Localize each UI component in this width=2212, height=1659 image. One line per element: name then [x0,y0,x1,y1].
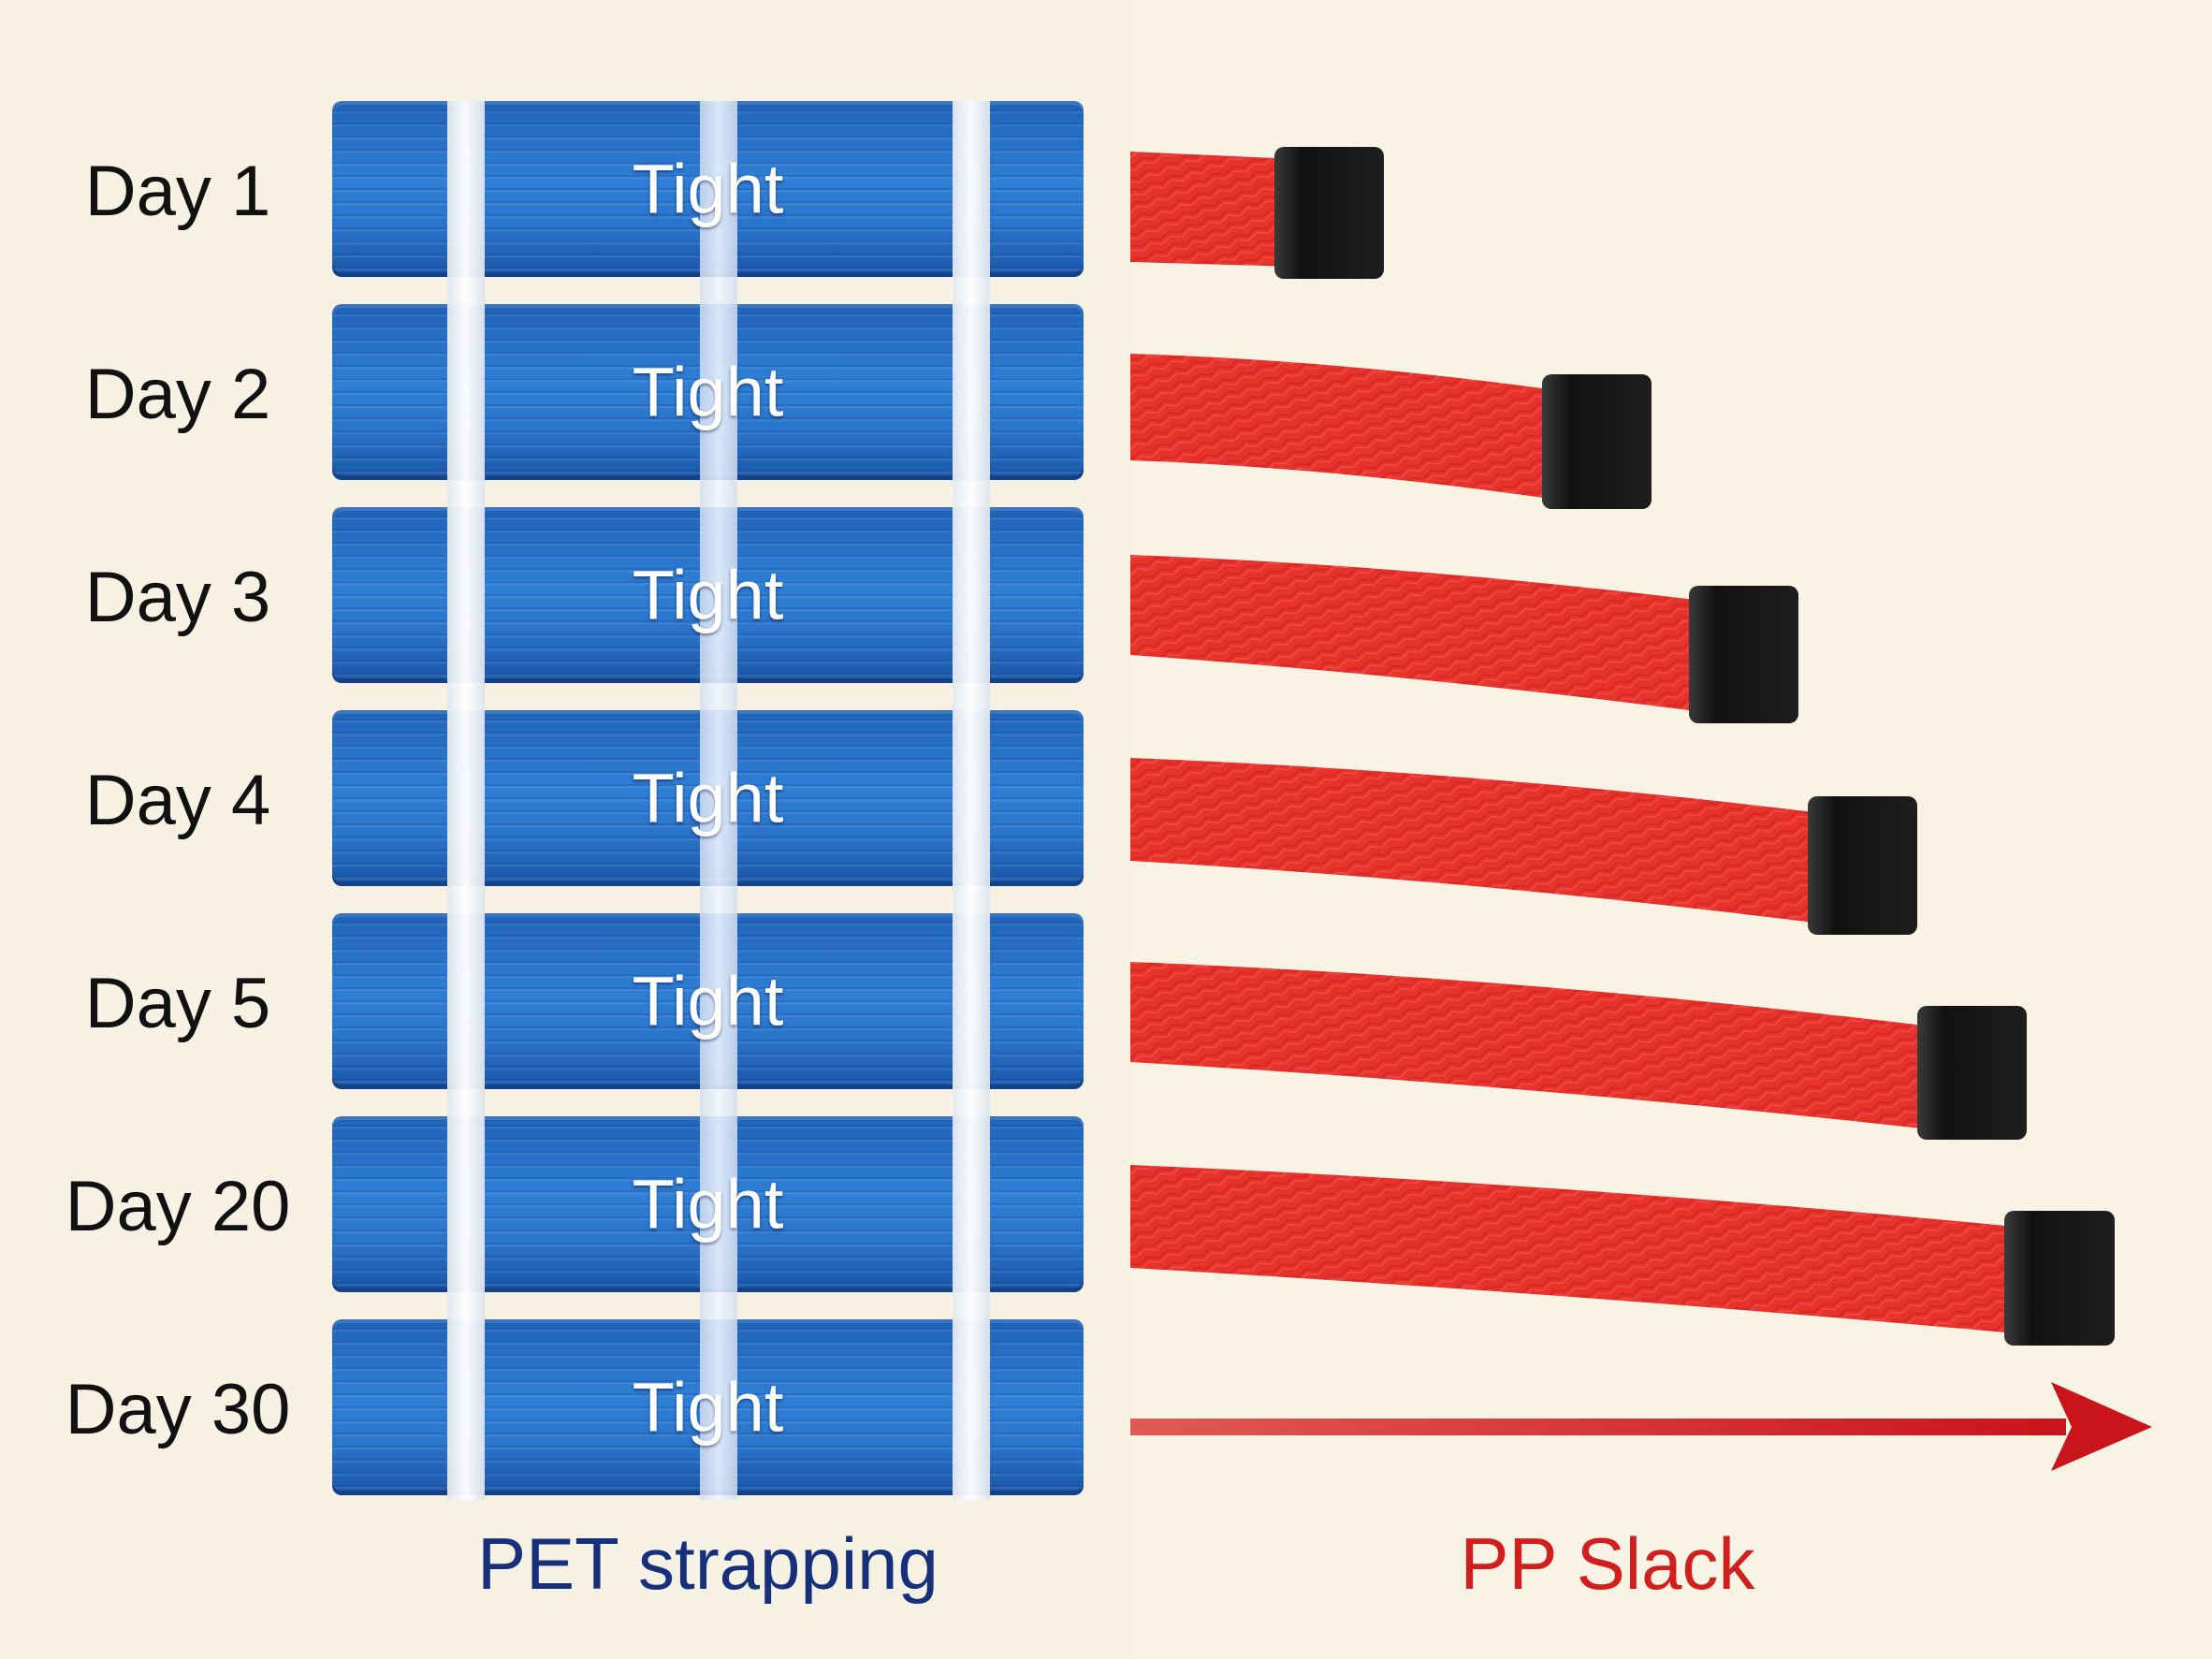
day-label: Day 3 [84,558,271,637]
pet-strap-band [700,101,737,1500]
day-label: Day 2 [84,355,271,434]
buckle-icon [1689,586,1798,723]
pp-strap [1130,354,1563,501]
status-label: Tight [632,150,784,228]
day-label: Day 30 [65,1370,291,1449]
buckle-icon [1274,147,1384,279]
status-label: Tight [632,759,784,837]
pet-strap-band [953,101,990,1500]
time-arrow-shaft [1130,1419,2066,1435]
status-label: Tight [632,556,784,634]
pet-caption: PET strapping [477,1522,939,1605]
buckle-icon [2004,1211,2115,1346]
day-label: Day 4 [84,761,271,840]
status-label: Tight [632,353,784,431]
day-label: Day 20 [65,1167,291,1246]
arrow-right-icon [2051,1382,2152,1471]
pp-strap [1130,152,1296,267]
day-label: Day 1 [84,152,271,231]
pp-caption: PP Slack [1460,1522,1755,1605]
buckle-icon [1808,796,1917,935]
pp-strap [1130,962,1939,1130]
status-label: Tight [632,1165,784,1244]
pp-strap [1130,555,1710,713]
status-label: Tight [632,962,784,1041]
status-label: Tight [632,1368,784,1447]
pp-strap [1130,758,1829,924]
pp-strap [1130,1165,2026,1334]
buckle-icon [1542,374,1652,509]
day-label: Day 5 [84,964,271,1043]
pet-strap-band [447,101,485,1500]
buckle-icon [1917,1006,2027,1140]
